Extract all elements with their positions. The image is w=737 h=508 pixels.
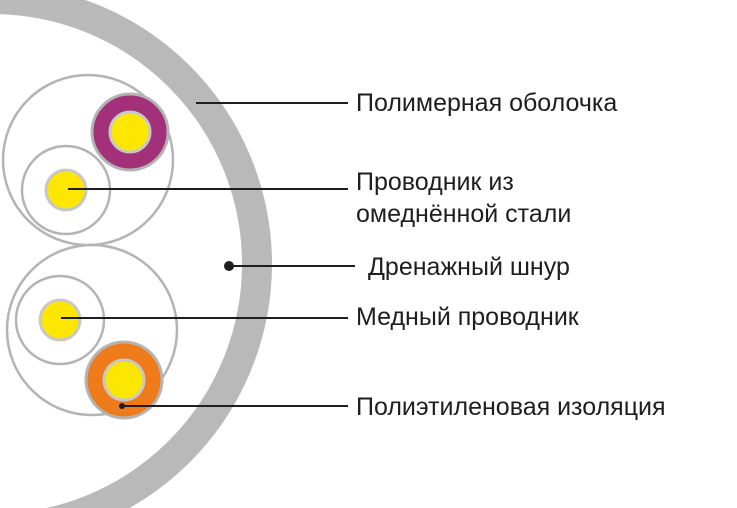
label-polymer-sheath: Полимерная оболочка [356,89,618,117]
label-copper-conductor: Медный проводник [356,303,579,331]
label-drain-wire: Дренажный шнур [368,253,570,281]
lower-left-conductor [38,298,82,342]
label-steel-conductor-line1: Проводник из [356,168,514,196]
outer-sheath-ring [0,0,272,508]
upper-right-conductor [108,110,152,154]
label-polyethylene-insulation: Полиэтиленовая изоляция [356,393,666,421]
insulation-leader-dot [119,403,125,409]
lower-right-conductor [102,358,146,402]
label-steel-conductor-line2: омеднённой стали [356,200,572,228]
